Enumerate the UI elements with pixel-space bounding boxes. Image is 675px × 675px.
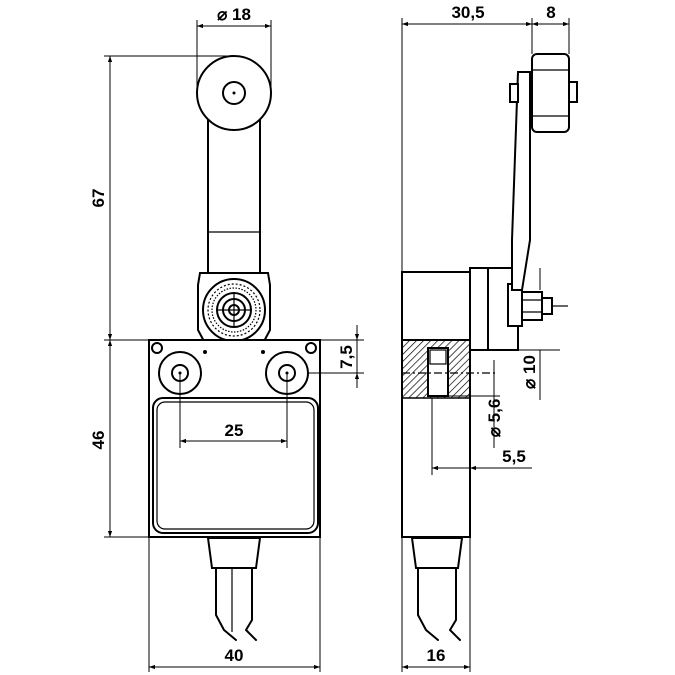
dimension-labels: ⌀ 18 30,5 8 67 46 25 7,5 ⌀ 10 ⌀ 5,6 5,5 …	[89, 3, 556, 665]
side-cable-right-edge	[449, 567, 461, 641]
cable-gland	[206, 537, 262, 569]
side-body	[401, 271, 471, 538]
cover-plate-inner	[156, 401, 315, 530]
shaft-housing	[469, 267, 489, 351]
label-hole-diameter: ⌀ 5,6	[485, 399, 504, 438]
label-roller-width: 8	[546, 3, 555, 22]
pin-left	[203, 350, 207, 354]
hole-counterbore	[429, 349, 447, 365]
label-hole-offset: 7,5	[337, 345, 356, 369]
label-shaft-diameter: ⌀ 10	[520, 355, 539, 389]
side-lever	[511, 71, 531, 291]
cable-left-edge	[215, 567, 237, 641]
side-section-hole	[427, 347, 449, 397]
side-cable-gland	[410, 537, 464, 569]
label-hole-spacing: 25	[225, 421, 244, 440]
side-cable-left-edge	[417, 567, 439, 641]
hex-nut	[521, 291, 543, 321]
front-view	[148, 55, 321, 641]
label-lever-height: 67	[89, 189, 108, 208]
label-side-offset: 30,5	[451, 3, 484, 22]
corner-hole-right	[305, 342, 317, 354]
cover-plate	[152, 397, 319, 534]
side-roller	[531, 53, 570, 133]
roller-axle-left	[509, 83, 519, 103]
label-hole-depth: 5,5	[502, 447, 526, 466]
side-view	[401, 53, 578, 641]
cable-right-edge	[245, 567, 257, 641]
label-body-width: 40	[225, 646, 244, 665]
corner-hole-left	[151, 342, 163, 354]
bolt-end	[541, 297, 553, 315]
roller-center-hole	[222, 81, 246, 105]
dimension-lines	[104, 18, 570, 672]
label-roller-diameter: ⌀ 18	[217, 5, 251, 24]
roller-center-mark	[232, 91, 236, 95]
label-body-depth: 16	[427, 646, 446, 665]
label-body-height: 46	[89, 431, 108, 450]
roller-axle-right	[568, 81, 578, 103]
pin-right	[261, 350, 265, 354]
